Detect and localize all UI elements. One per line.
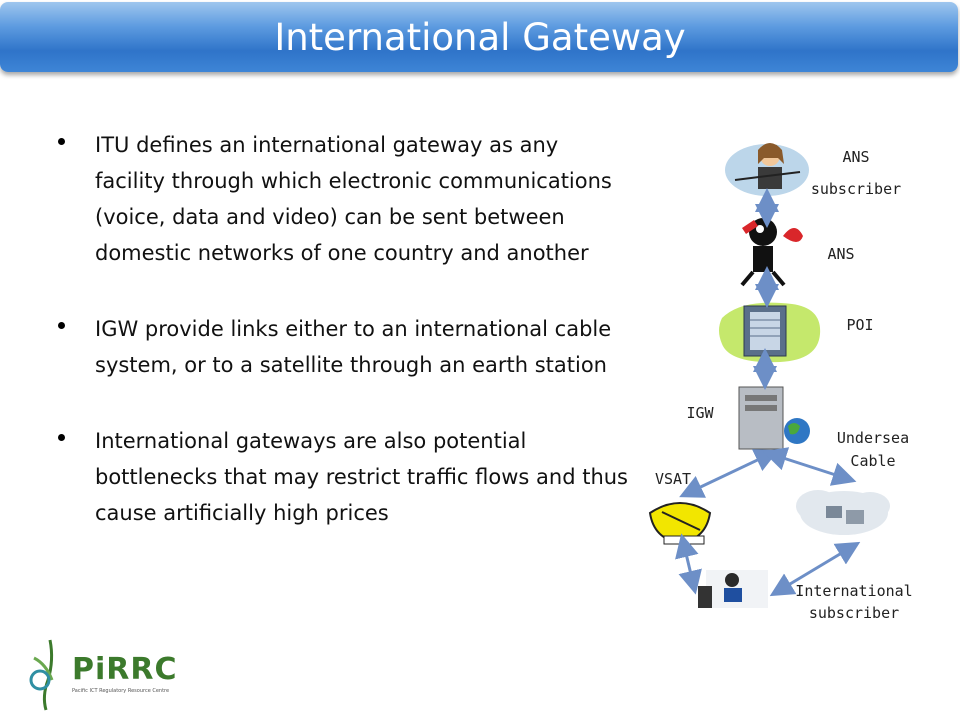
slide-title: International Gateway [274,16,686,59]
label-ans: ANS [827,245,854,263]
bullet-dot [58,322,65,329]
label-poi: POI [846,316,873,334]
bullet-item: International gateways are also potentia… [58,423,628,531]
undersea-cloud-icon [796,490,890,535]
ans-phone-icon [740,218,803,287]
bullet-item: ITU defines an international gateway as … [58,127,628,271]
bullet-item: IGW provide links either to an internati… [58,311,628,383]
ans-subscriber-icon [725,143,809,196]
logo-tagline: Pacific ICT Regulatory Resource Centre [72,688,170,694]
label-ans-subscriber-1: ANS [842,148,869,166]
international-subscriber-icon [698,570,768,608]
label-undersea-1: Undersea [837,429,909,447]
igw-computer-icon [738,386,810,450]
bullet-text: IGW provide links either to an internati… [95,317,612,377]
label-ans-subscriber-2: subscriber [811,180,901,198]
vsat-dish-icon [648,502,712,545]
bullet-text: International gateways are also potentia… [95,429,628,525]
bullet-text: ITU defines an international gateway as … [95,133,612,265]
label-international-2: subscriber [809,604,899,622]
label-igw: IGW [686,404,714,422]
label-undersea-2: Cable [850,452,895,470]
title-bar [0,2,958,72]
poi-server-icon [719,302,821,363]
label-international-1: International [795,582,912,600]
bullet-dot [58,138,65,145]
bullet-dot [58,434,65,441]
label-vsat: VSAT [655,470,691,488]
pirrc-logo-icon [29,639,54,711]
bullet-list: ITU defines an international gateway as … [58,127,628,571]
logo-name: PiRRC [72,652,178,687]
